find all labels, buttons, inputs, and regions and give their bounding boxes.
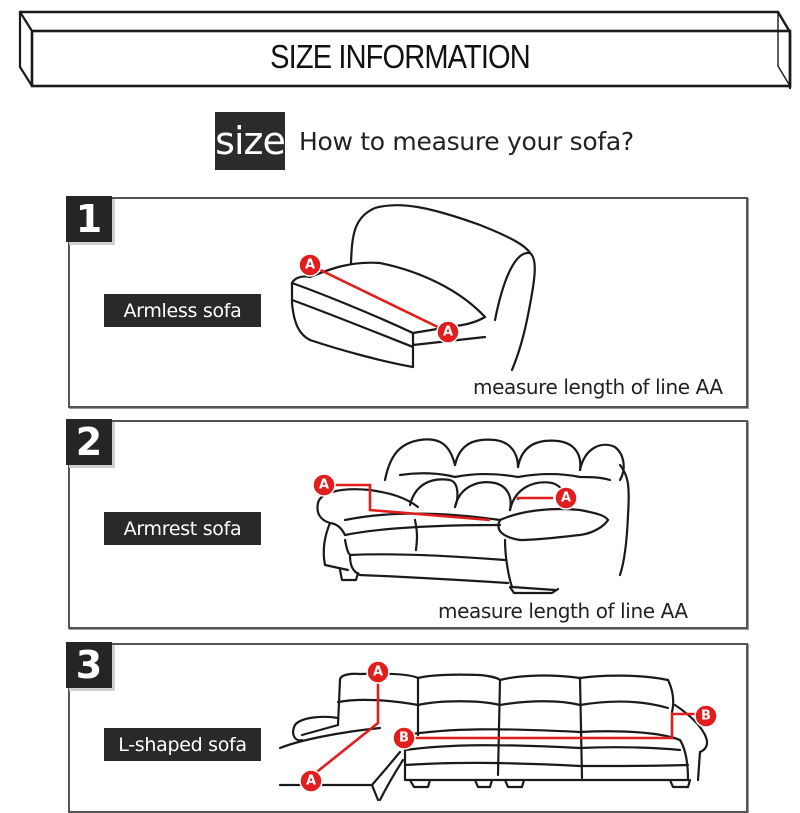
marker-a-icon: A [298,253,322,277]
marker-a-icon: A [436,320,460,344]
sofa-type-label: Armless sofa [104,294,261,327]
sofa-type-label: Armrest sofa [104,512,261,545]
svg-text:A: A [306,774,316,789]
l-shaped-sofa-illustration: A A B B [278,660,718,802]
subtitle-text: How to measure your sofa? [299,126,634,156]
size-information-banner: SIZE INFORMATION [0,0,800,100]
svg-text:B: B [399,731,409,746]
banner-box-graphic [18,10,792,90]
svg-text:B: B [701,709,711,724]
marker-a-icon: A [312,473,336,497]
measure-instruction: measure length of line AA [473,375,723,399]
svg-text:A: A [443,325,453,340]
step-number-badge: 1 [66,196,112,242]
size-badge: size [215,112,286,170]
svg-text:A: A [373,665,383,680]
marker-a-icon: A [299,769,323,793]
armrest-sofa-illustration: A A [312,438,630,595]
svg-text:A: A [561,491,571,506]
marker-a-icon: A [366,660,390,684]
marker-b-icon: B [694,704,718,728]
step-number-badge: 2 [66,419,112,465]
armless-sofa-illustration: A A [290,204,536,372]
measure-instruction: measure length of line AA [438,599,688,623]
svg-text:A: A [319,478,329,493]
marker-b-icon: B [392,726,416,750]
marker-a-icon: A [554,486,578,510]
sofa-type-label: L-shaped sofa [104,728,261,761]
banner-title: SIZE INFORMATION [270,38,531,75]
subtitle-row: size How to measure your sofa? [215,112,634,170]
svg-text:A: A [305,258,315,273]
panel-armrest-sofa [68,420,748,629]
step-number-badge: 3 [66,642,112,688]
